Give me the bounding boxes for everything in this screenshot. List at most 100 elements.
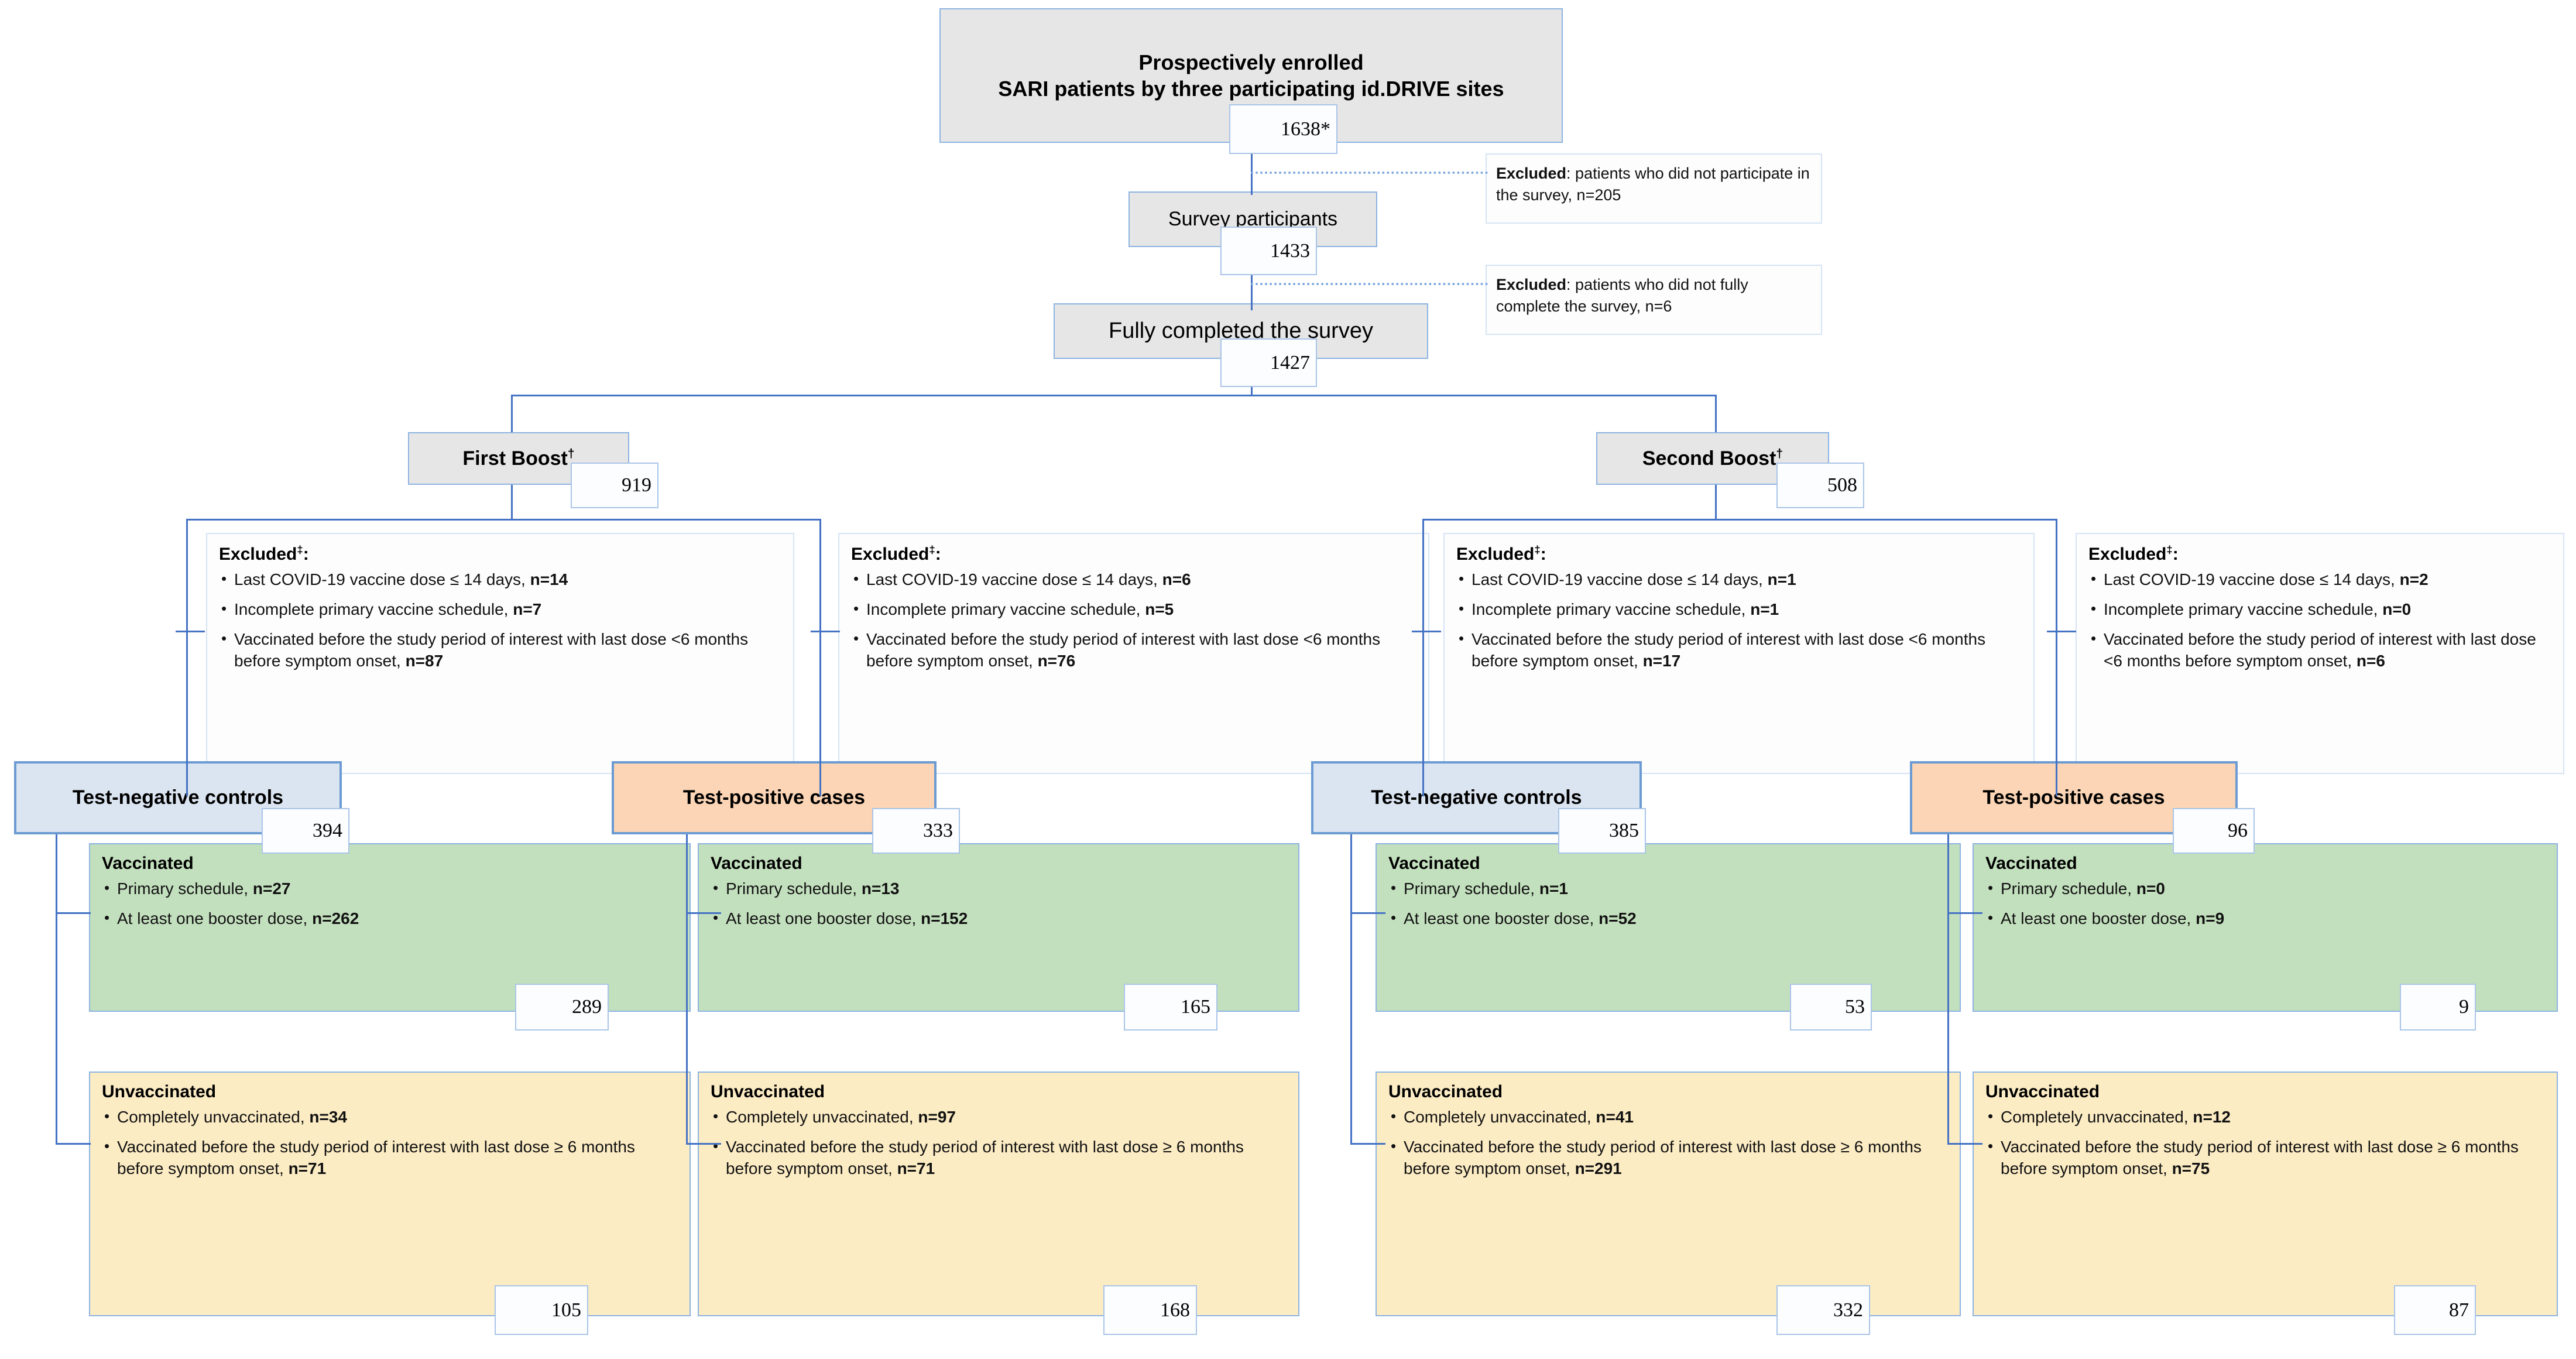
node-vaccinated-fb-cases[interactable]: Vaccinated Primary schedule, n=13 At lea… — [698, 843, 1299, 1012]
vaccinated-sb-controls-list: Primary schedule, n=1 At least one boost… — [1388, 878, 1948, 930]
enrolled-line-2: SARI patients by three participating id.… — [998, 77, 1504, 101]
excluded-title-text: Excluded — [219, 545, 297, 564]
sb-frame-left — [1422, 519, 1424, 788]
fb-cases-label: Test-positive cases — [682, 786, 866, 809]
excluded-fb-controls-body: Excluded‡: Last COVID-19 vaccine dose ≤ … — [207, 534, 793, 686]
vaccinated-title: Vaccinated — [711, 854, 802, 873]
list-item: Completely unvaccinated, n=12 — [1985, 1106, 2545, 1128]
connector-split-left — [511, 395, 513, 432]
connector-firstboost-down — [511, 485, 513, 520]
node-unvaccinated-sb-cases[interactable]: Unvaccinated Completely unvaccinated, n=… — [1973, 1072, 2558, 1316]
vaccinated-fb-cases-body: Vaccinated Primary schedule, n=13 At lea… — [699, 844, 1298, 944]
chip-fully-completed-count: 1427 — [1220, 338, 1317, 387]
chip-unvaccinated-sb-controls-total: 332 — [1776, 1285, 1870, 1335]
unvaccinated-fb-controls-body: Unvaccinated Completely unvaccinated, n=… — [90, 1073, 690, 1194]
note-excluded-fb-controls[interactable]: Excluded‡: Last COVID-19 vaccine dose ≤ … — [206, 533, 794, 774]
first-boost-text: First Boost — [462, 447, 568, 470]
list-item: Primary schedule, n=27 — [102, 878, 678, 900]
list-item: Completely unvaccinated, n=97 — [711, 1106, 1287, 1128]
excluded-fb-cases-list: Last COVID-19 vaccine dose ≤ 14 days, n=… — [851, 569, 1416, 672]
sb-frame-leg-right — [2056, 761, 2057, 796]
list-item: At least one booster dose, n=262 — [102, 908, 678, 930]
chip-vaccinated-sb-controls-total: 53 — [1790, 984, 1872, 1031]
list-item: Incomplete primary vaccine schedule, n=7 — [219, 598, 781, 621]
node-vaccinated-sb-controls[interactable]: Vaccinated Primary schedule, n=1 At leas… — [1376, 843, 1961, 1012]
fb-frame-top — [186, 519, 821, 521]
list-item: Vaccinated before the study period of in… — [1388, 1136, 1948, 1180]
col1-spine — [56, 834, 57, 1145]
excluded-sb-controls-title: Excluded‡: — [1456, 543, 1546, 564]
chip-unvaccinated-fb-controls-total: 105 — [495, 1285, 588, 1335]
note-excluded-sb-controls[interactable]: Excluded‡: Last COVID-19 vaccine dose ≤ … — [1443, 533, 2035, 774]
vaccinated-sb-cases-list: Primary schedule, n=0 At least one boost… — [1985, 878, 2545, 930]
note-excluded-2-text: Excluded: patients who did not fully com… — [1487, 266, 1821, 326]
chip-vaccinated-fb-controls-total: 289 — [515, 984, 609, 1031]
list-item: Last COVID-19 vaccine dose ≤ 14 days, n=… — [1456, 569, 2022, 591]
node-survey-participants[interactable]: Survey participants — [1128, 191, 1377, 247]
fb-controls-label: Test-negative controls — [72, 786, 284, 809]
col4-spine — [1947, 834, 1949, 1145]
sb-cases-label: Test-positive cases — [1982, 786, 2165, 809]
node-second-boost[interactable]: Second Boost† — [1596, 432, 1829, 485]
sb-frame-stub-right — [2047, 631, 2076, 632]
list-item: Vaccinated before the study period of in… — [1456, 628, 2022, 672]
second-boost-text: Second Boost — [1642, 447, 1776, 470]
list-item: Last COVID-19 vaccine dose ≤ 14 days, n=… — [851, 569, 1416, 591]
connector-split-bar — [511, 395, 1717, 396]
excluded-sb-controls-list: Last COVID-19 vaccine dose ≤ 14 days, n=… — [1456, 569, 2022, 672]
col2-spine — [686, 834, 688, 1145]
first-boost-label: First Boost† — [454, 446, 582, 471]
node-unvaccinated-fb-cases[interactable]: Unvaccinated Completely unvaccinated, n=… — [698, 1072, 1299, 1316]
excluded-fb-controls-list: Last COVID-19 vaccine dose ≤ 14 days, n=… — [219, 569, 781, 672]
chip-unvaccinated-sb-cases-total: 87 — [2394, 1285, 2476, 1335]
excluded-title-colon: : — [303, 545, 309, 564]
node-unvaccinated-fb-controls[interactable]: Unvaccinated Completely unvaccinated, n=… — [89, 1072, 691, 1316]
vaccinated-title: Vaccinated — [1985, 854, 2077, 873]
first-boost-dagger: † — [567, 447, 575, 461]
connector-survey-to-fully — [1251, 246, 1253, 310]
note-excluded-not-participated[interactable]: Excluded: patients who did not participa… — [1486, 153, 1822, 224]
enrolled-line-1: Prospectively enrolled — [1138, 50, 1364, 74]
node-sb-test-negative-controls[interactable]: Test-negative controls — [1311, 761, 1642, 834]
list-item: Incomplete primary vaccine schedule, n=1 — [1456, 598, 2022, 621]
sb-frame-leg-left — [1422, 761, 1424, 796]
excluded-fb-cases-body: Excluded‡: Last COVID-19 vaccine dose ≤ … — [839, 534, 1428, 686]
unvaccinated-sb-cases-list: Completely unvaccinated, n=12 Vaccinated… — [1985, 1106, 2545, 1180]
note-excluded-sb-cases[interactable]: Excluded‡: Last COVID-19 vaccine dose ≤ … — [2076, 533, 2564, 774]
vaccinated-sb-cases-body: Vaccinated Primary schedule, n=0 At leas… — [1974, 844, 2557, 944]
second-boost-dagger: † — [1776, 447, 1783, 461]
sb-frame-stub-left — [1412, 631, 1441, 632]
list-item: Incomplete primary vaccine schedule, n=0 — [2088, 598, 2551, 621]
chip-vaccinated-fb-cases-total: 165 — [1124, 984, 1217, 1031]
col2-branch-vax — [686, 912, 721, 914]
vaccinated-fb-cases-list: Primary schedule, n=13 At least one boos… — [711, 878, 1287, 930]
chip-fb-cases-count: 333 — [872, 808, 960, 854]
list-item: Completely unvaccinated, n=34 — [102, 1106, 678, 1128]
sb-frame-top — [1422, 519, 2057, 521]
unvaccinated-sb-cases-body: Unvaccinated Completely unvaccinated, n=… — [1974, 1073, 2557, 1194]
note-excluded-1-text: Excluded: patients who did not participa… — [1487, 155, 1821, 215]
note-excluded-2-rest: : patients who did not fully complete th… — [1496, 276, 1748, 316]
note-excluded-fb-cases[interactable]: Excluded‡: Last COVID-19 vaccine dose ≤ … — [838, 533, 1429, 774]
node-prospectively-enrolled[interactable]: Prospectively enrolled SARI patients by … — [939, 8, 1563, 143]
excluded-fb-controls-title: Excluded‡: — [219, 543, 781, 564]
list-item: At least one booster dose, n=52 — [1388, 908, 1948, 930]
node-unvaccinated-sb-controls[interactable]: Unvaccinated Completely unvaccinated, n=… — [1376, 1072, 1961, 1316]
chip-survey-participants-count: 1433 — [1220, 227, 1317, 275]
connector-secondboost-down — [1715, 485, 1717, 520]
list-item: Vaccinated before the study period of in… — [851, 628, 1416, 672]
excluded-sb-cases-title: Excluded‡: — [2088, 543, 2179, 564]
fb-frame-left — [186, 519, 188, 788]
chip-sb-controls-count: 385 — [1558, 808, 1646, 854]
unvaccinated-title: Unvaccinated — [1388, 1082, 1503, 1101]
excluded-sb-controls-body: Excluded‡: Last COVID-19 vaccine dose ≤ … — [1445, 534, 2033, 686]
excluded-sb-cases-body: Excluded‡: Last COVID-19 vaccine dose ≤ … — [2077, 534, 2563, 686]
connector-split-right — [1715, 395, 1717, 432]
connector-dotted-excluded-2 — [1251, 283, 1488, 285]
note-excluded-1-rest: : patients who did not participate in th… — [1496, 165, 1810, 204]
sb-frame-right — [2056, 519, 2057, 788]
chip-sb-cases-count: 96 — [2173, 808, 2255, 854]
note-excluded-not-completed[interactable]: Excluded: patients who did not fully com… — [1486, 265, 1822, 335]
list-item: Primary schedule, n=1 — [1388, 878, 1948, 900]
